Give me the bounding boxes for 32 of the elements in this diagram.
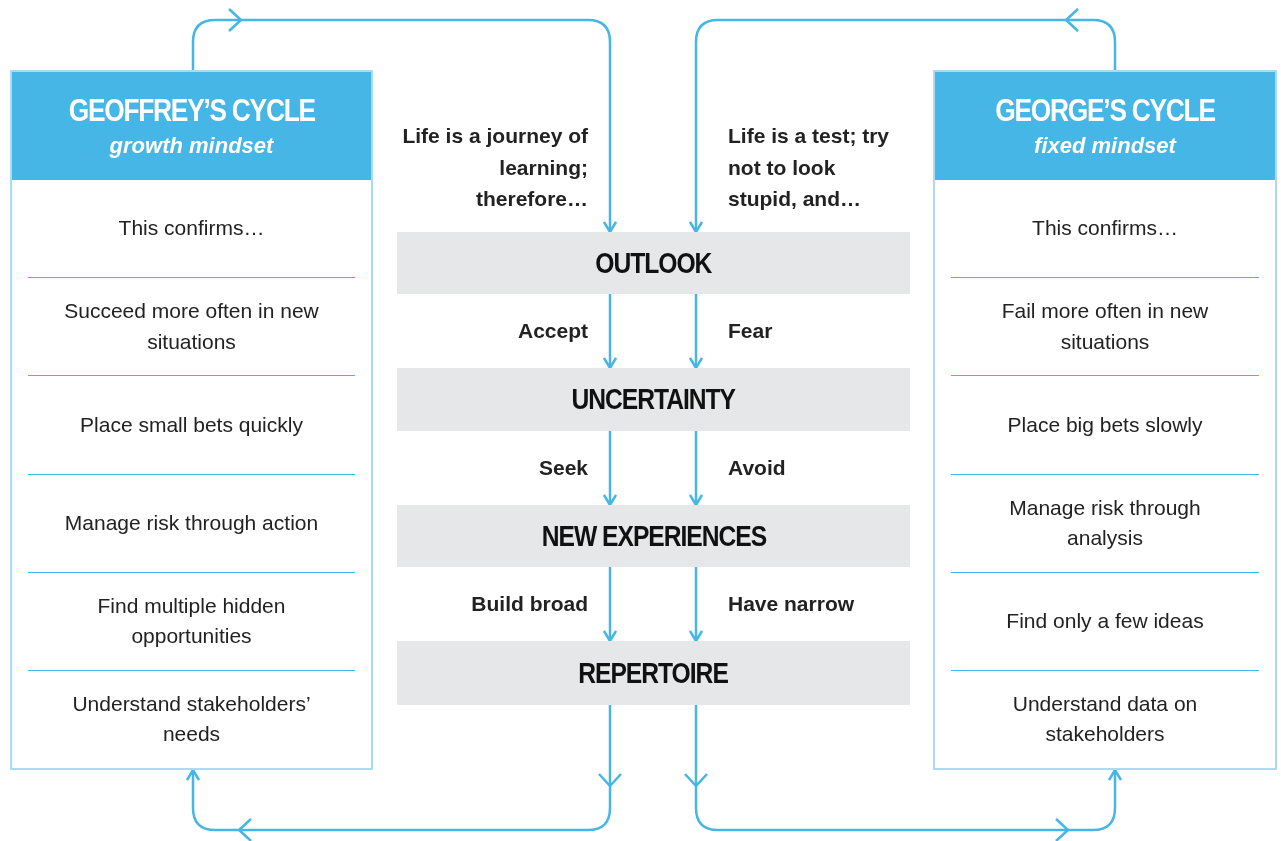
cycle-arrow <box>688 294 704 370</box>
panel-subtitle: growth mindset <box>109 133 274 159</box>
list-row: Find multiple hidden opportunities <box>28 571 355 670</box>
list-row: This confirms… <box>28 180 355 278</box>
cycle-panel <box>933 70 1277 770</box>
list-row: This confirms… <box>951 180 1259 278</box>
cycle-arrow <box>602 567 618 643</box>
list-row: Fail more often in new situations <box>951 277 1259 376</box>
stage-band: OUTLOOK <box>397 232 910 294</box>
panel-title: GEORGE’S CYCLE <box>995 93 1215 129</box>
list-row: Place big bets slowly <box>951 375 1259 474</box>
panel-subtitle: fixed mindset <box>1034 133 1176 159</box>
cycle-panel <box>10 70 373 770</box>
list-row: Place small bets quickly <box>28 375 355 474</box>
list-row: Understand data on stakeholders <box>951 669 1259 769</box>
list-row: Manage risk through action <box>28 473 355 572</box>
cycle-arrow <box>602 294 618 370</box>
cycle-arrow <box>688 567 704 643</box>
list-row: Manage risk through analysis <box>951 473 1259 572</box>
cycle-arrow <box>191 18 618 234</box>
cycle-arrow <box>185 705 612 832</box>
panel-title: GEOFFREY’S CYCLE <box>68 93 315 129</box>
cycle-arrow <box>688 431 704 507</box>
stage-band: REPERTOIRE <box>397 641 910 705</box>
cycle-arrow <box>602 431 618 507</box>
cycle-arrow <box>688 18 1117 234</box>
list-row: Succeed more often in new situations <box>28 277 355 376</box>
stage-band: UNCERTAINTY <box>397 368 910 431</box>
list-row: Find only a few ideas <box>951 571 1259 670</box>
list-row: Understand stakeholders’ needs <box>28 669 355 769</box>
cycle-arrow <box>694 705 1123 832</box>
stage-band: NEW EXPERIENCES <box>397 505 910 567</box>
